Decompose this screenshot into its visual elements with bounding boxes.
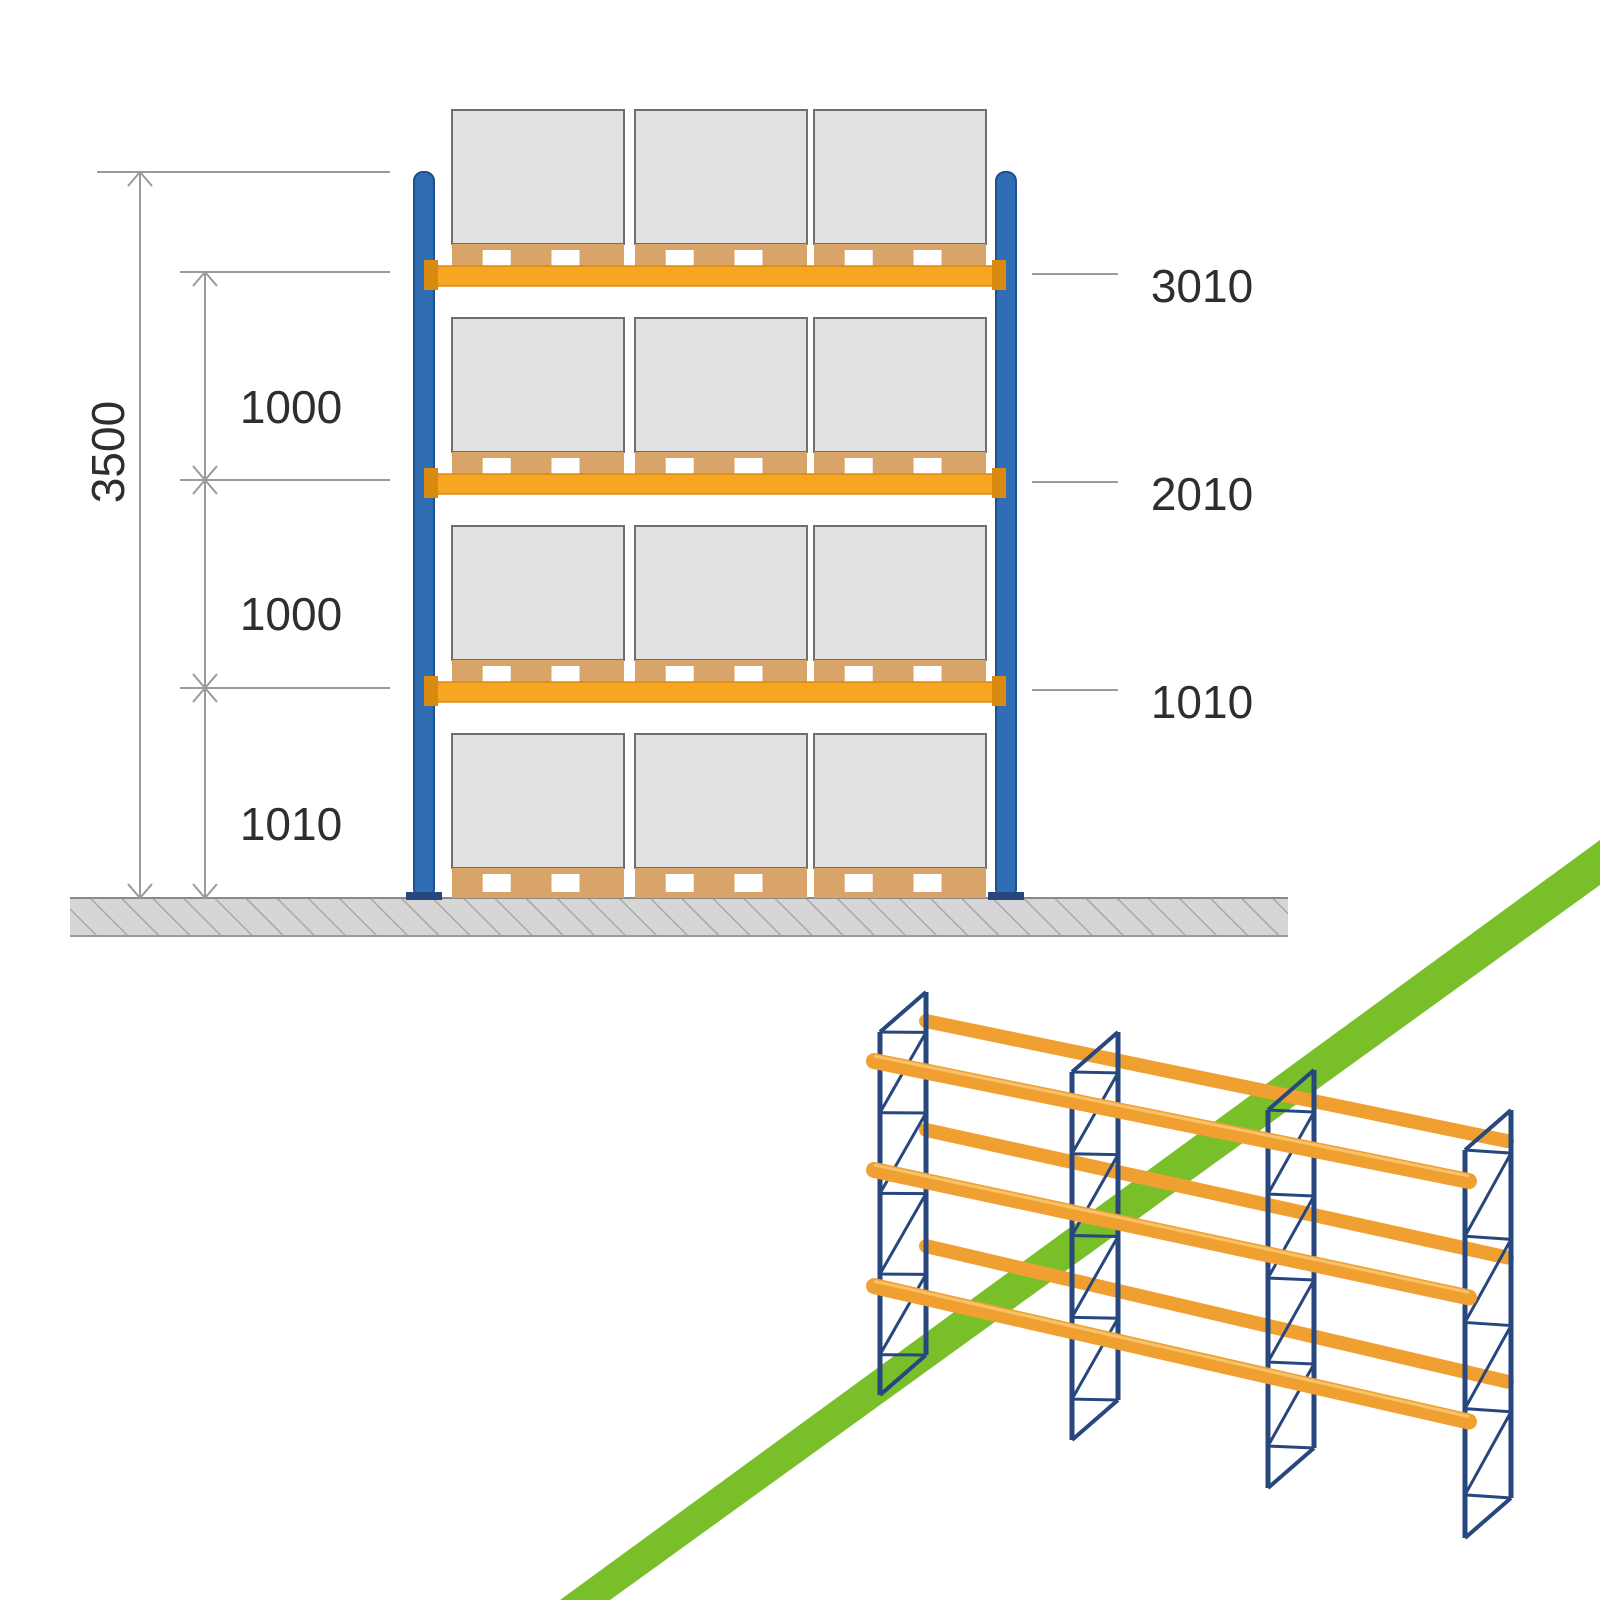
load-box xyxy=(451,317,625,453)
beam-connector xyxy=(424,676,438,706)
beam xyxy=(425,681,1005,703)
beam-connector xyxy=(992,468,1006,498)
rack-front-elevation xyxy=(406,109,1024,900)
pallet-opening xyxy=(482,250,511,270)
beam-highlight xyxy=(873,1163,1470,1294)
pallet-opening xyxy=(551,874,580,892)
pallet-opening xyxy=(482,666,511,686)
pallet-opening xyxy=(482,458,511,478)
rear-beam xyxy=(919,1239,1514,1389)
beam xyxy=(425,473,1005,495)
beam-connector xyxy=(424,260,438,290)
load-box xyxy=(451,109,625,245)
load-box xyxy=(813,109,987,245)
pallet-opening xyxy=(913,874,942,892)
pallet-opening xyxy=(913,458,942,478)
frame-tie xyxy=(1463,1496,1513,1540)
beam-highlight xyxy=(873,1279,1470,1419)
front-beam xyxy=(866,1161,1477,1306)
beam-connector xyxy=(992,260,1006,290)
base-plate-right xyxy=(988,892,1024,900)
beam-highlight xyxy=(873,1054,1470,1178)
pallet xyxy=(452,868,624,898)
load-box xyxy=(813,317,987,453)
pallet-opening xyxy=(913,666,942,686)
frame-tie xyxy=(878,990,928,1034)
pallet-opening xyxy=(734,874,763,892)
beam-level-label-middle: 2010 xyxy=(1151,468,1253,520)
dimension-lines xyxy=(97,170,1118,900)
pallet-opening xyxy=(665,874,694,892)
base-plate-left xyxy=(406,892,442,900)
frame-tie xyxy=(1070,1030,1120,1074)
pallet-opening xyxy=(551,458,580,478)
pallet xyxy=(814,868,986,898)
rear-beam xyxy=(919,1014,1514,1149)
pallet-opening xyxy=(665,458,694,478)
load-box xyxy=(634,733,808,869)
pallet-opening xyxy=(551,250,580,270)
load-box xyxy=(451,525,625,661)
front-beam xyxy=(866,1053,1477,1190)
load-box xyxy=(634,525,808,661)
pallet-opening xyxy=(844,250,873,270)
spacing-label-bottom: 1010 xyxy=(240,798,342,850)
frame-tie xyxy=(1266,1446,1316,1490)
pallet-opening xyxy=(734,666,763,686)
front-beam xyxy=(866,1278,1477,1430)
total-height-label: 3500 xyxy=(82,401,134,503)
frame-tie xyxy=(878,1353,928,1397)
load-box xyxy=(813,525,987,661)
beam-connector xyxy=(992,676,1006,706)
rack-3d-view xyxy=(866,990,1514,1540)
frame-bracing xyxy=(1069,1070,1121,1402)
beam-level-label-bottom: 1010 xyxy=(1151,676,1253,728)
frame-tie xyxy=(1266,1068,1316,1112)
spacing-label-middle: 1000 xyxy=(240,588,342,640)
pallet-opening xyxy=(551,666,580,686)
floor xyxy=(70,897,1288,937)
pallet-opening xyxy=(844,666,873,686)
rear-beam xyxy=(919,1122,1514,1265)
beam xyxy=(425,265,1005,287)
pallet-opening xyxy=(734,250,763,270)
frame-bracing xyxy=(1462,1148,1514,1500)
load-box xyxy=(813,733,987,869)
pallet-opening xyxy=(734,458,763,478)
pallet-opening xyxy=(665,250,694,270)
pallet-opening xyxy=(844,874,873,892)
frame-bracing xyxy=(1265,1108,1317,1450)
pallet xyxy=(635,868,807,898)
frame-bracing xyxy=(877,1030,929,1357)
pallet-opening xyxy=(482,874,511,892)
frame-tie xyxy=(1070,1398,1120,1442)
load-box xyxy=(634,317,808,453)
pallet-opening xyxy=(913,250,942,270)
frame-tie xyxy=(1463,1108,1513,1152)
load-box xyxy=(451,733,625,869)
beam-level-label-top: 3010 xyxy=(1151,260,1253,312)
pallet-opening xyxy=(665,666,694,686)
beam-connector xyxy=(424,468,438,498)
pallet-opening xyxy=(844,458,873,478)
load-box xyxy=(634,109,808,245)
spacing-label-top: 1000 xyxy=(240,381,342,433)
